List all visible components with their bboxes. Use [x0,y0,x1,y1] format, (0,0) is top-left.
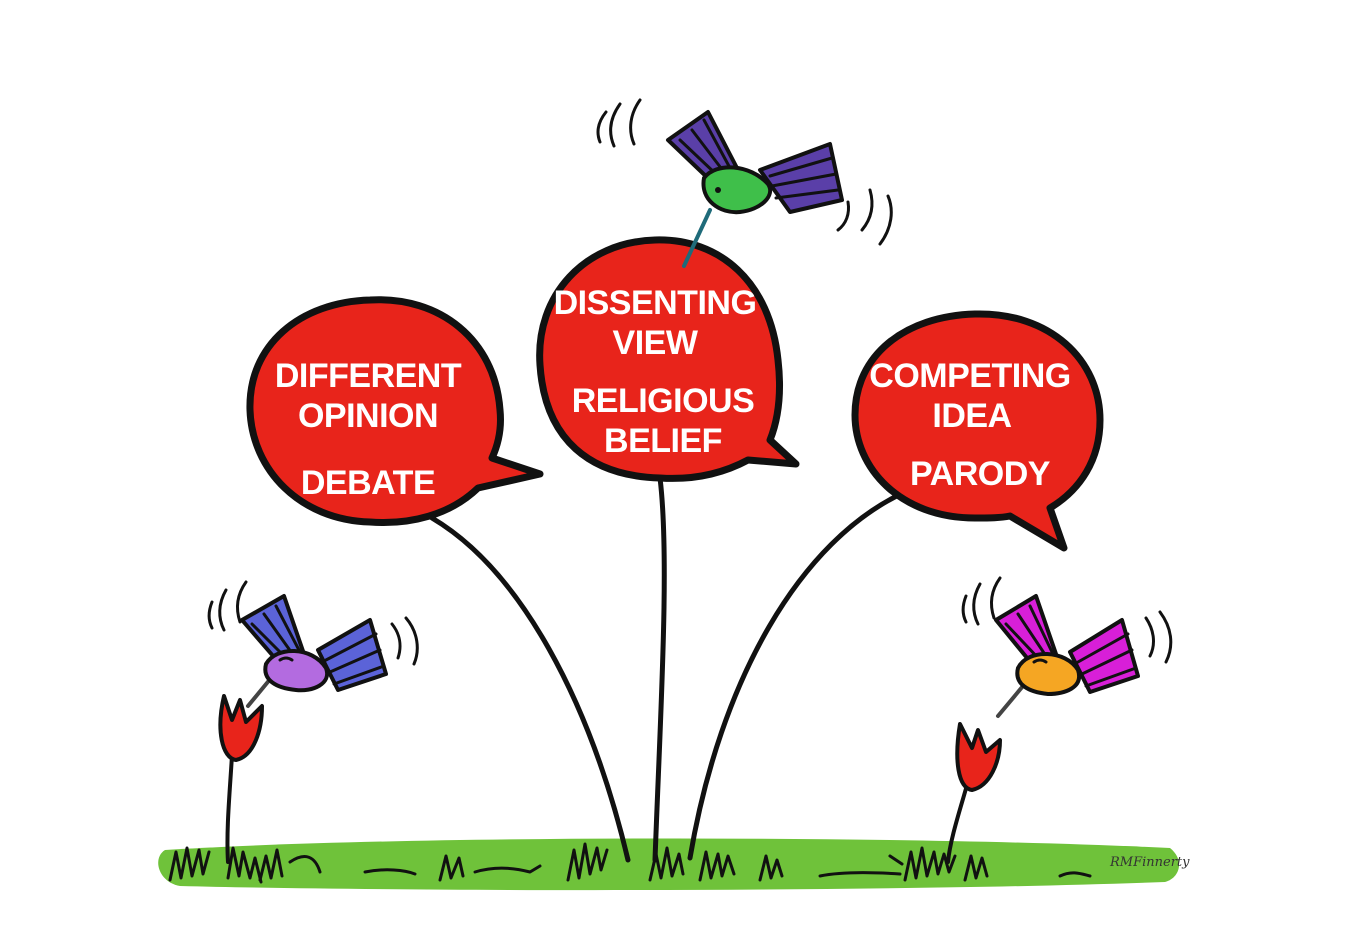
bubble-right-line-3: PARODY [910,455,1051,493]
bubble-stems [225,475,969,864]
bubble-center-line-3: RELIGIOUS [572,382,755,420]
tulip-left-icon [218,694,264,762]
tulip-right-icon [955,722,1002,792]
bubble-center-line-4: BELIEF [604,422,722,460]
hummingbird-left-icon [207,580,419,708]
speech-bubble-right: COMPETING IDEA PARODY [851,310,1104,552]
speech-bubble-center: DISSENTING VIEW RELIGIOUS BELIEF [536,236,800,482]
bubble-left-line-1: DIFFERENT [275,357,462,395]
bubble-right-line-1: COMPETING [869,357,1070,395]
bubble-left-line-3: DEBATE [301,464,435,502]
hummingbird-right-icon [961,576,1173,718]
grass-strip [158,838,1180,891]
bubble-right-line-2: IDEA [932,397,1011,435]
bubble-center-line-1: DISSENTING [554,284,757,322]
speech-bubble-left: DIFFERENT OPINION DEBATE [246,296,544,526]
bubble-left-line-2: OPINION [298,397,438,435]
artist-signature: RMFinnerty [1109,855,1190,870]
hummingbird-center-icon [596,98,893,268]
bubble-center-line-2: VIEW [613,324,699,362]
